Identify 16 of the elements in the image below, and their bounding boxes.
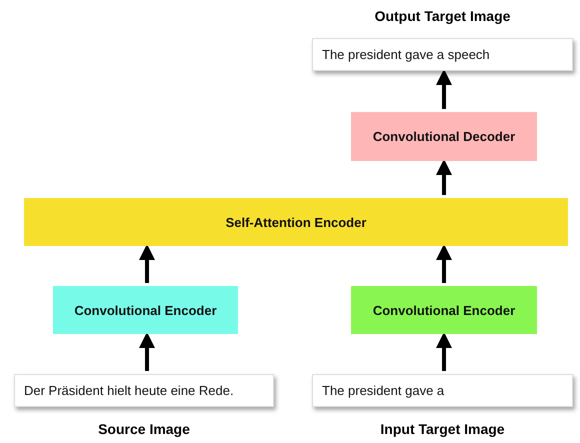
source-text-box: Der Präsident hielt heute eine Rede. <box>14 374 274 407</box>
arrow <box>436 159 452 195</box>
decoder-block: Convolutional Decoder <box>351 112 537 161</box>
arrow <box>139 244 155 283</box>
arrow <box>139 332 155 371</box>
arrow <box>436 69 452 109</box>
image-caption: Input Target Image <box>380 421 505 437</box>
image-caption: Source Image <box>98 421 190 437</box>
input-text-box: The president gave a <box>312 374 573 407</box>
arrow <box>436 244 452 283</box>
attention-block: Self-Attention Encoder <box>24 198 568 246</box>
output-text-box: The president gave a speech <box>312 38 573 71</box>
arrow <box>436 332 452 371</box>
encoder-block: Convolutional Encoder <box>351 286 537 334</box>
image-caption: Output Target Image <box>374 8 510 24</box>
encoder-block: Convolutional Encoder <box>53 286 238 334</box>
